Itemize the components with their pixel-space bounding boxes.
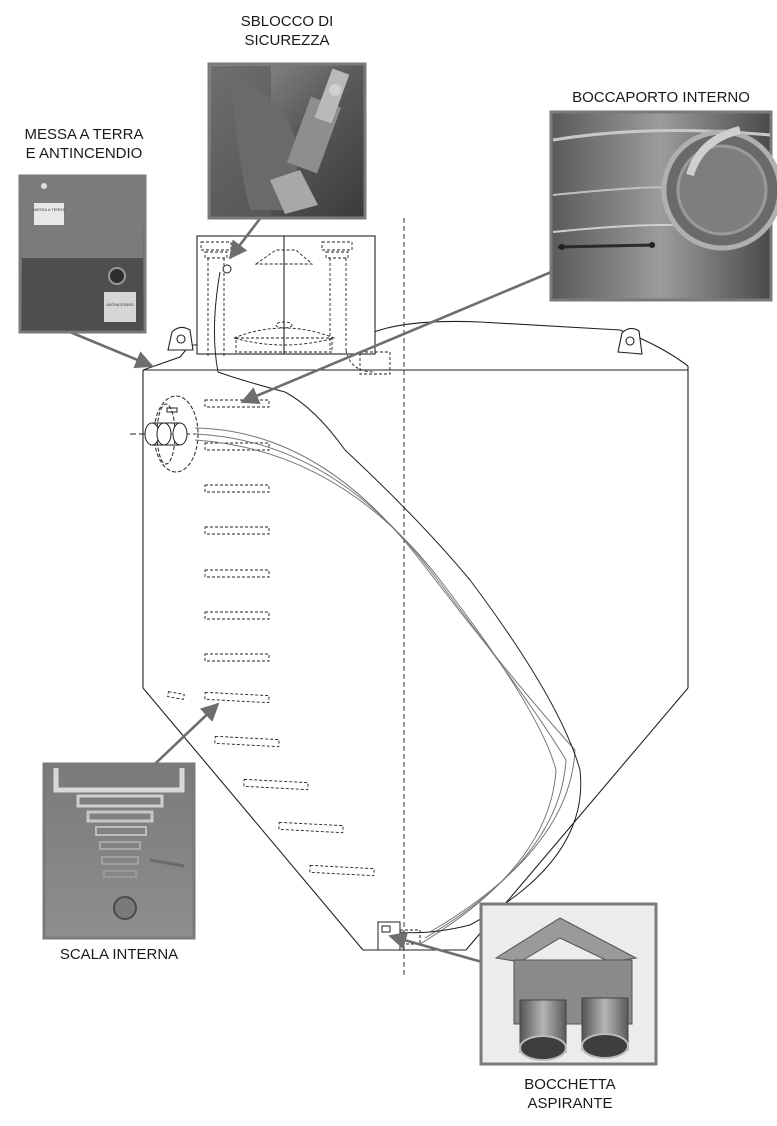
ladder-rungs [167, 399, 375, 877]
suction-hoses [194, 427, 576, 945]
arrow-sblocco [228, 215, 264, 260]
label-scala-interna: SCALA INTERNA [26, 945, 212, 964]
lifting-lug-right [617, 327, 643, 355]
arrow-bocchetta [388, 931, 483, 964]
messa-sign-text-2: ANTINCENDIO [106, 302, 134, 307]
side-manhole [130, 395, 200, 473]
arrow-messa [69, 330, 154, 369]
roof-housing-dashed [200, 241, 391, 375]
leader-arrows [69, 215, 576, 964]
label-messa-line-2: E ANTINCENDIO [25, 145, 143, 162]
photo-bocchetta-aspirante [479, 902, 658, 1066]
photo-messa-a-terra [18, 174, 147, 334]
safety-valve-port [222, 264, 232, 274]
label-boccaporto-line-1: BOCCAPORTO INTERNO [572, 89, 750, 106]
arrow-boccaporto [240, 260, 576, 405]
label-scala-line-1: SCALA INTERNA [59, 946, 179, 963]
label-bocchetta-aspirante: BOCCHETTA ASPIRANTE [488, 1075, 652, 1113]
silo-body [142, 320, 689, 951]
main-suction-line [344, 449, 582, 934]
label-bocchetta-line-2: ASPIRANTE [527, 1095, 613, 1112]
label-messa-line-1: MESSA A TERRA [24, 126, 144, 143]
label-messa-a-terra: MESSA A TERRA E ANTINCENDIO [4, 125, 164, 163]
label-sblocco-di-sicurezza: SBLOCCO DI SICUREZZA [205, 12, 369, 50]
label-sblocco-line-2: SICUREZZA [244, 32, 330, 49]
messa-sign-text-1: MESSA A TERRA [33, 207, 65, 212]
lifting-lug-left [167, 326, 194, 351]
vent-pipe [213, 271, 346, 451]
bottom-nozzle-box [377, 921, 421, 951]
photo-boccaporto-interno [549, 110, 777, 302]
photo-sblocco-di-sicurezza [207, 62, 367, 220]
label-bocchetta-line-1: BOCCHETTA [524, 1076, 616, 1093]
label-boccaporto-interno: BOCCAPORTO INTERNO [545, 88, 777, 107]
label-sblocco-line-1: SBLOCCO DI [240, 13, 334, 30]
photo-scala-interna [42, 762, 196, 940]
